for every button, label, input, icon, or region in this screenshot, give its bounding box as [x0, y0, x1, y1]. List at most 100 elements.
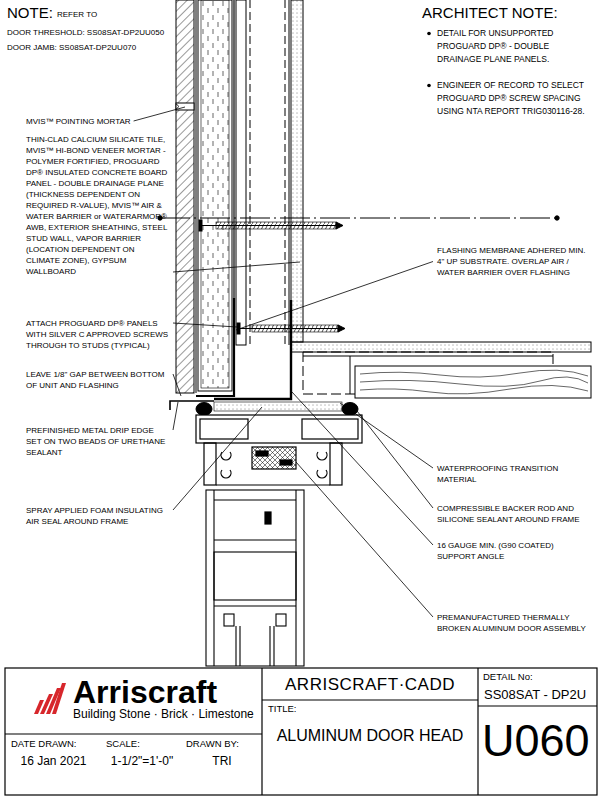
field-value: 16 Jan 2021: [5, 755, 102, 769]
leader-line: [173, 374, 181, 396]
header-framing: [350, 356, 351, 394]
field-caption: DRAWN BY:: [186, 739, 239, 750]
header-framing: [360, 377, 588, 386]
wall-assembly: [176, 0, 591, 393]
aluminum-frame: [317, 452, 327, 460]
panel-screw: [199, 220, 345, 334]
date-cell: DATE DRAWN: 16 Jan 2021: [5, 734, 102, 795]
door-leaf: [273, 626, 274, 666]
door-leaf: [276, 614, 286, 626]
wall-assembly: [285, 0, 286, 345]
break-line: [555, 216, 559, 220]
sealant-bead: [196, 403, 212, 416]
leader-line: [173, 323, 237, 327]
detail-number-cell: DETAIL No: SS08SAT - DP2U U060: [478, 668, 597, 795]
reference-note: DOOR JAMB: SS08SAT-DP2UU070: [7, 42, 136, 53]
door-leaf: [214, 605, 296, 606]
leader-line: [173, 402, 178, 430]
door-leaf: [224, 614, 234, 626]
title-block-grid: [262, 699, 478, 700]
sealant-bead: [346, 406, 355, 412]
field-caption: DATE DRAWN:: [11, 739, 76, 750]
title-cell: TITLE:ALUMINUM DOOR HEAD: [262, 700, 478, 795]
panel-screw: [216, 222, 336, 229]
leader-line: [296, 462, 433, 617]
door-leaf: [214, 539, 296, 540]
wall-assembly: [196, 0, 197, 393]
sealant-bead: [196, 403, 358, 416]
detail-number: U060: [482, 718, 590, 763]
drawn-by-cell: DRAWN BY: TRI: [182, 734, 262, 795]
sealant-bead: [200, 406, 209, 412]
callout-text: ATTACH PROGUARD DP® PANELS WITH SILVER C…: [26, 318, 170, 351]
field-value: TRI: [182, 755, 262, 769]
leader-line: [340, 403, 433, 468]
header-framing: [303, 356, 553, 357]
header-framing: [303, 352, 591, 398]
scale-cell: SCALE: 1-1/2"=1'-0": [102, 734, 182, 795]
callout-text: FLASHING MEMBRANE ADHERED MIN. 4" UP SUB…: [437, 245, 587, 278]
aluminum-frame: [317, 470, 327, 478]
logo-mark: [52, 683, 66, 714]
flashing-and-angle: [196, 298, 234, 396]
cadd-cell: ARRISCRAFT·CADD: [262, 668, 478, 700]
aluminum-frame: [252, 447, 296, 469]
logo-cell: ArriscraftBuilding Stone · Brick · Limes…: [5, 668, 262, 734]
title-block-grid: [478, 705, 597, 706]
title-block-grid: [5, 668, 597, 795]
header-framing: [355, 366, 591, 398]
title-block-grid: [261, 668, 262, 795]
callout-text: PREFINISHED METAL DRIP EDGE SET ON TWO B…: [26, 425, 170, 458]
field-caption: DETAIL No:: [483, 672, 533, 683]
aluminum-frame: [200, 419, 248, 439]
door-leaf: [214, 499, 296, 500]
field-caption: SCALE:: [106, 739, 140, 750]
title-block-grid: [5, 733, 262, 734]
field-value: 1-1/2"=1'-0": [102, 755, 182, 769]
architect-note: DETAIL FOR UNSUPPORTED PROGUARD DP® - DO…: [437, 27, 587, 66]
aluminum-frame: [221, 470, 231, 478]
break-line: [160, 218, 557, 219]
panel-screw: [252, 325, 338, 332]
cadd-heading: ARRISCRAFT·CADD: [262, 675, 478, 695]
reference-note: DOOR THRESHOLD: SS08SAT-DP2UU050: [7, 27, 164, 38]
aluminum-frame: [265, 512, 271, 524]
drawing-title: ALUMINUM DOOR HEAD: [262, 727, 478, 745]
wall-assembly: [250, 0, 251, 345]
wall-assembly: [233, 0, 234, 300]
architect-note: ENGINEER OF RECORD TO SELECT PROGUARD DP…: [437, 79, 587, 118]
door-leaf: [239, 626, 240, 666]
panel-screw: [336, 222, 343, 229]
aluminum-frame: [330, 443, 342, 485]
wall-assembly: [198, 0, 232, 391]
wall-assembly: [176, 0, 194, 393]
callout-text: 16 GAUGE MIN. (G90 COATED) SUPPORT ANGLE: [437, 540, 587, 562]
brand-name: Arriscraft: [73, 676, 217, 708]
aluminum-frame: [204, 443, 216, 485]
door-leaf: [269, 626, 270, 666]
callout-text: SPRAY APPLIED FOAM INSULATING AIR SEAL A…: [26, 505, 170, 527]
wall-assembly: [291, 0, 303, 342]
panel-screw: [338, 325, 345, 332]
flashing-and-angle: [170, 298, 342, 411]
detail-code: SS08SAT - DP2U: [484, 688, 586, 703]
brand-tagline: Building Stone · Brick · Limestone: [73, 708, 254, 722]
aluminum-frame: [196, 415, 362, 443]
wall-assembly: [236, 0, 246, 345]
callout-text: COMPRESSIBLE BACKER ROD AND SILICONE SEA…: [437, 503, 587, 525]
header-framing: [360, 370, 588, 377]
aluminum-frame: [280, 460, 292, 465]
note-text: REFER TO: [57, 9, 97, 20]
header-framing: [360, 385, 588, 393]
door-leaf: [206, 490, 304, 666]
break-line: [158, 216, 559, 220]
callout-text: LEAVE 1/8" GAP BETWEEN BOTTOM OF UNIT AN…: [26, 369, 170, 391]
bullet-dot: [427, 84, 431, 88]
door-leaf: [206, 490, 304, 666]
aluminum-frame: [196, 415, 362, 524]
wall-assembly: [176, 104, 179, 109]
wall-assembly: [201, 0, 229, 388]
aluminum-frame: [216, 484, 330, 485]
flashing-and-angle: [214, 402, 342, 411]
